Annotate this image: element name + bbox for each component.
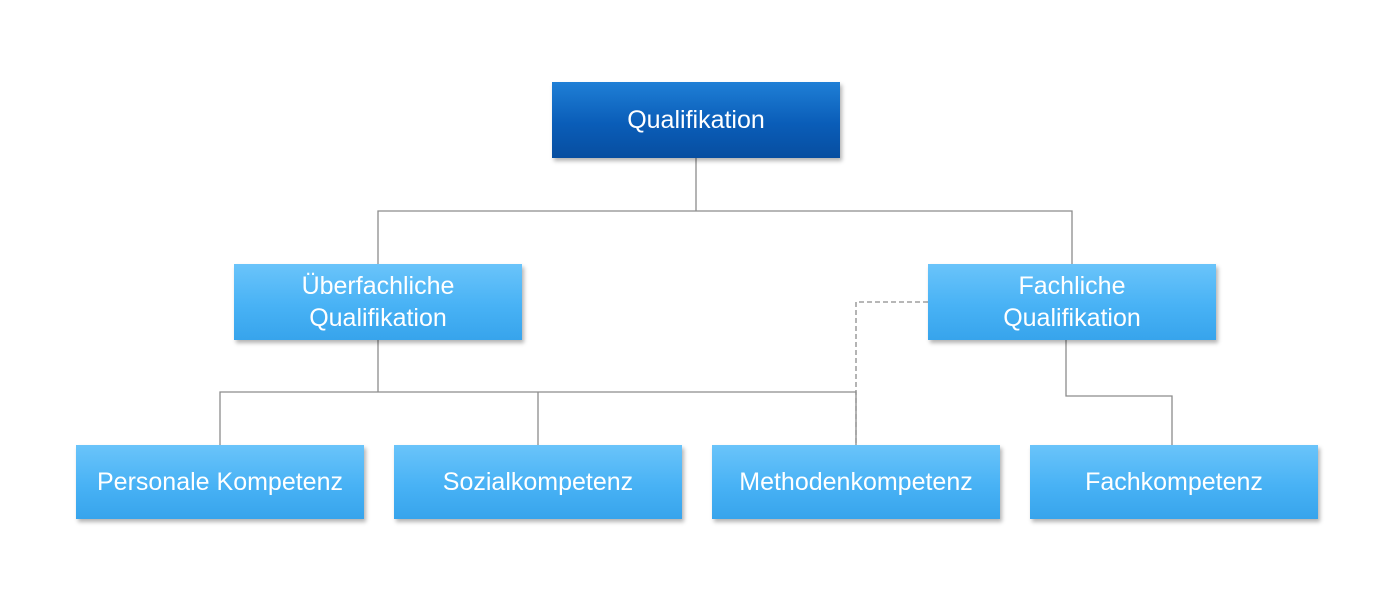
node-fachkompetenz-label: Fachkompetenz: [1085, 468, 1263, 496]
node-ueberfachliche-label-line2: Qualifikation: [309, 304, 447, 332]
node-fachliche-label-line1: Fachliche: [1018, 272, 1126, 300]
node-qualifikation-label: Qualifikation: [627, 106, 765, 134]
node-ueberfachliche-label-line1: Überfachliche: [301, 272, 455, 300]
node-sozialkompetenz-label: Sozialkompetenz: [442, 468, 634, 496]
node-methodenkompetenz-label: Methodenkompetenz: [739, 468, 973, 496]
node-fachliche-label-line2: Qualifikation: [1003, 304, 1141, 332]
node-sozialkompetenz: Sozialkompetenz: [394, 445, 682, 519]
node-ueberfachliche-qualifikation: Überfachliche Qualifikation: [234, 264, 522, 340]
connector-fachliche-to-methoden-dashed: [855, 301, 928, 445]
node-personale-kompetenz-label: Personale Kompetenz: [97, 468, 343, 496]
node-qualifikation: Qualifikation: [552, 82, 840, 158]
node-fachkompetenz: Fachkompetenz: [1030, 445, 1318, 519]
connector-fachliche-to-fachkompetenz: [1065, 340, 1173, 445]
node-methodenkompetenz: Methodenkompetenz: [712, 445, 1000, 519]
connector-branch-bus: [377, 210, 1073, 264]
node-fachliche-qualifikation: Fachliche Qualifikation: [928, 264, 1216, 340]
node-personale-kompetenz: Personale Kompetenz: [76, 445, 364, 519]
